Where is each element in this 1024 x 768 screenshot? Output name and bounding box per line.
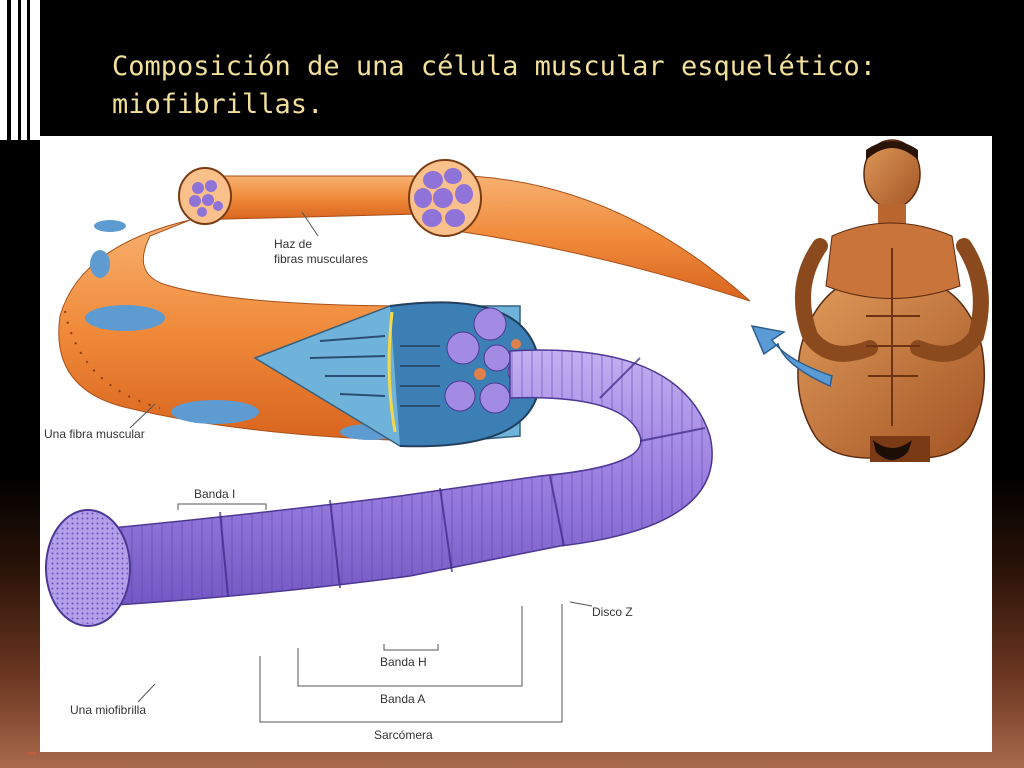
muscle-fiber xyxy=(58,219,542,448)
bottom-dash xyxy=(28,752,36,755)
figure-panel: Haz de fibras musculares Una fibra muscu… xyxy=(40,136,992,752)
muscle-fiber-bundle xyxy=(178,159,751,302)
left-bar-3 xyxy=(21,0,27,140)
left-bar-1 xyxy=(0,0,7,140)
myofibril xyxy=(45,349,713,627)
bodybuilder-illustration xyxy=(794,139,989,462)
muscle-diagram: Haz de fibras musculares Una fibra muscu… xyxy=(44,139,989,742)
label-h-band: Banda H xyxy=(380,655,427,669)
label-sarcomere: Sarcómera xyxy=(374,728,433,742)
left-bar-4 xyxy=(30,0,40,140)
label-myofibril: Una miofibrilla xyxy=(70,703,146,717)
label-bundle-line1: Haz de xyxy=(274,237,312,251)
label-bundle-line2: fibras musculares xyxy=(274,252,368,266)
label-a-band: Banda A xyxy=(380,692,425,706)
label-i-band: Banda I xyxy=(194,487,235,501)
slide-title: Composición de una célula muscular esque… xyxy=(112,51,877,120)
left-bar-2 xyxy=(11,0,18,140)
pointer-arrow-icon xyxy=(750,325,833,388)
label-z-disc: Disco Z xyxy=(592,605,633,619)
band-brackets xyxy=(129,211,593,723)
label-muscle-fiber: Una fibra muscular xyxy=(44,427,145,441)
